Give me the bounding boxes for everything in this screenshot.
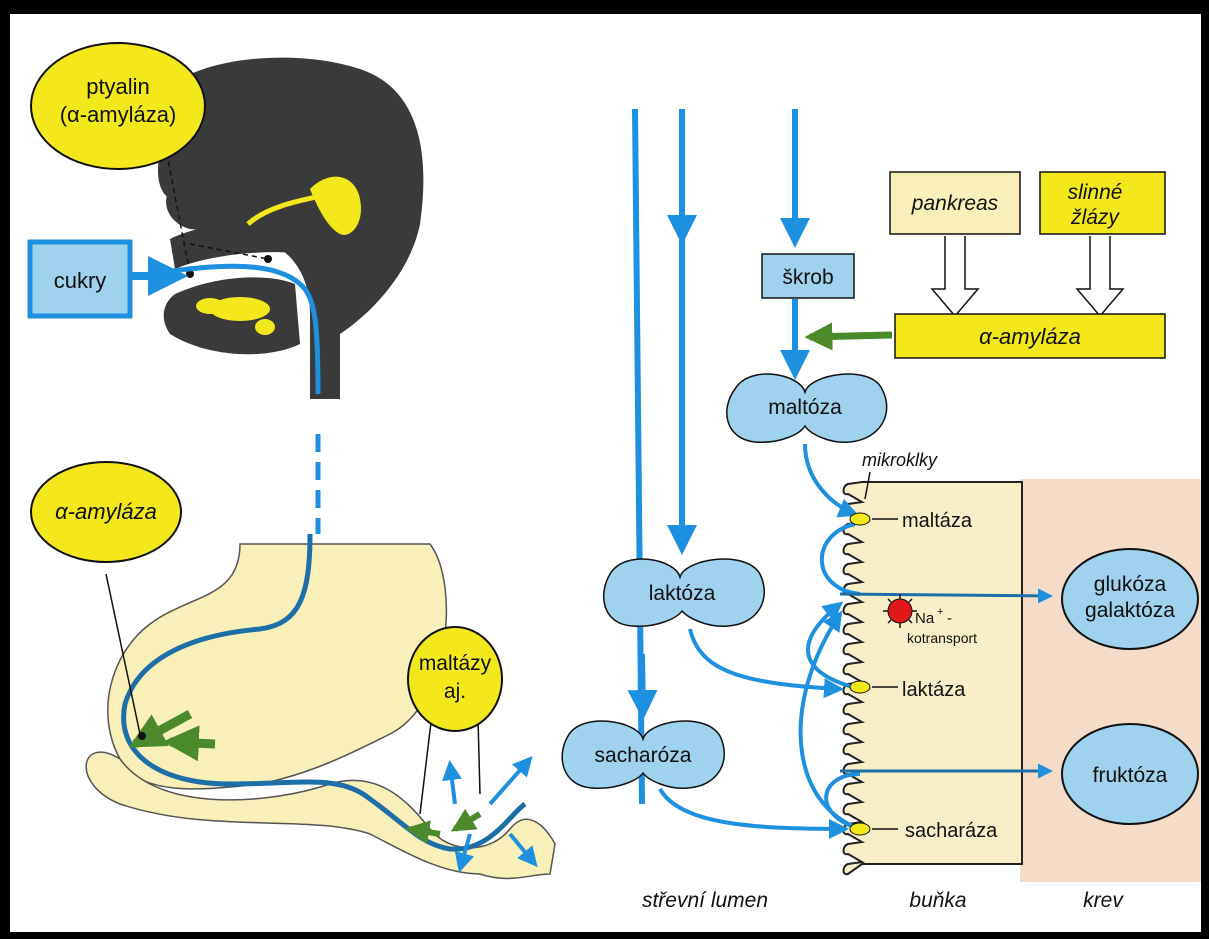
carbohydrate-digestion-diagram: ptyalin (α-amyláza) cukry α-amylá	[27, 42, 1201, 912]
na-label: Na	[915, 610, 935, 627]
maltazy-aj-label: aj.	[444, 680, 466, 703]
pankreas-label: pankreas	[911, 192, 999, 215]
maltoza-blob	[726, 373, 888, 443]
cukry-box	[27, 239, 133, 319]
laktoza-blob	[603, 558, 765, 627]
krev-label: krev	[1083, 889, 1124, 912]
galaktoza-label: galaktóza	[1085, 599, 1175, 622]
ptyalin-ellipse	[30, 42, 206, 170]
zlazy-label: žlázy	[1070, 206, 1120, 229]
glukoza-label: glukóza	[1094, 573, 1167, 596]
alpha-amylase-box	[894, 313, 1166, 359]
strevni-lumen-label: střevní lumen	[642, 889, 768, 912]
slinne-zlazy-box	[1039, 171, 1166, 235]
ptyalin-alpha-label: (α-amyláza)	[60, 102, 177, 127]
na-dash-label: -	[947, 610, 952, 627]
cukry-label: cukry	[54, 268, 107, 293]
maltazy-ellipse	[407, 626, 503, 732]
alpha-amylase-intestine-label: α-amyláza	[55, 499, 157, 524]
ptyalin-label: ptyalin	[86, 74, 150, 99]
na-plus-label: +	[937, 606, 943, 618]
glukoza-galaktoza-ellipse	[1061, 548, 1199, 650]
sacharoza-blob	[561, 720, 725, 789]
salivary-glands	[196, 176, 361, 335]
diagram-panel: ptyalin (α-amyláza) cukry α-amylá	[10, 14, 1201, 932]
skrob-label: škrob	[782, 266, 833, 289]
maltazy-label: maltázy	[419, 652, 492, 675]
maltoza-label: maltóza	[768, 396, 842, 419]
laktaza-label: laktáza	[902, 679, 966, 701]
sacharoza-label: sacharóza	[595, 744, 692, 767]
mikroklky-label: mikroklky	[862, 450, 938, 470]
alpha-amylase-box-label: α-amyláza	[979, 324, 1081, 349]
fruktoza-label: fruktóza	[1093, 764, 1168, 787]
fruktoza-ellipse	[1061, 723, 1199, 825]
skrob-box	[761, 253, 855, 299]
pankreas-box	[889, 171, 1021, 235]
na-cotransporter-icon	[883, 594, 917, 628]
alpha-amylase-intestine-ellipse	[30, 461, 182, 563]
kotransport-label: kotransport	[907, 630, 977, 646]
maltaza-label: maltáza	[902, 510, 973, 532]
sacharaza-label: sacharáza	[905, 820, 998, 842]
laktoza-label: laktóza	[649, 582, 716, 605]
bunka-label: buňka	[909, 889, 966, 912]
slinne-label: slinné	[1068, 181, 1123, 204]
